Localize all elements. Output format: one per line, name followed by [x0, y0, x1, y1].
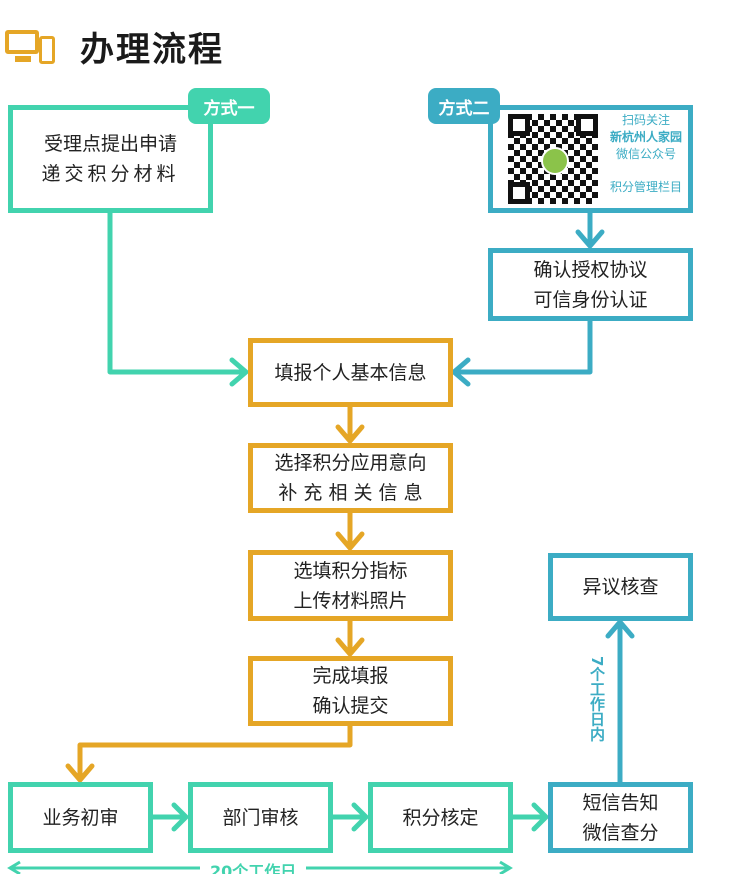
- page-title: 办理流程: [80, 30, 224, 70]
- step-fill-info: 填报个人基本信息: [248, 338, 453, 407]
- step-text: 填报个人基本信息: [274, 361, 427, 384]
- method2-tag: 方式二: [428, 88, 500, 124]
- header-icon: [5, 30, 57, 66]
- step-review2: 部门审核: [188, 782, 333, 853]
- step-review1: 业务初审: [8, 782, 153, 853]
- step-auth: 确认授权协议可信身份认证: [488, 248, 693, 321]
- step-text: 业务初审: [42, 806, 119, 829]
- step-submit: 完成填报确认提交: [248, 656, 453, 726]
- step-text: 确认提交: [312, 695, 389, 717]
- step-text: 上传材料照片: [293, 589, 408, 612]
- step-text: 积分核定: [402, 806, 479, 829]
- connector-o1: [335, 403, 365, 444]
- method1-tag: 方式一: [188, 88, 270, 124]
- step-text: 微信查分: [582, 821, 659, 844]
- step-text: 递交积分材料: [41, 163, 180, 185]
- qr-caption-line: 扫码关注: [621, 113, 670, 127]
- step-text: 异议核查: [582, 576, 659, 598]
- connector-g1: [149, 802, 189, 832]
- objection-duration: 7个工作日内: [588, 656, 606, 742]
- step-indicator: 选填积分指标上传材料照片: [248, 550, 453, 621]
- connector-b-up: [605, 619, 635, 785]
- qr-caption-line: 新杭州人家园: [609, 130, 682, 144]
- connector-g2: [329, 802, 369, 832]
- step-select: 选择积分应用意向补 充 相 关 信 息: [248, 443, 453, 513]
- step-score: 积分核定: [368, 782, 513, 853]
- step-text: 选择积分应用意向: [274, 452, 427, 474]
- step-text: 部门审核: [222, 806, 299, 829]
- step-text: 选填积分指标: [293, 559, 408, 582]
- step-text: 确认授权协议: [533, 258, 648, 281]
- connector-method1: [107, 209, 249, 387]
- step-notify: 短信告知微信查分: [548, 782, 693, 853]
- connector-o3: [335, 617, 365, 657]
- step-text: 可信身份认证: [533, 288, 648, 311]
- review-duration: 20个工作日: [200, 858, 307, 874]
- connector-g3: [509, 802, 549, 832]
- method1-box: 受理点提出申请 递交积分材料: [8, 105, 213, 213]
- qr-code: [508, 114, 598, 204]
- step-text: 受理点提出申请: [43, 133, 177, 155]
- connector-o4: [65, 722, 353, 783]
- step-text: 完成填报: [312, 665, 389, 687]
- step-text: 短信告知: [582, 791, 659, 814]
- qr-caption: 扫码关注 新杭州人家园 微信公众号 积分管理栏目: [603, 112, 689, 196]
- qr-caption-line: 积分管理栏目: [609, 180, 682, 194]
- step-objection: 异议核查: [548, 553, 693, 621]
- connector-qr-auth: [575, 209, 605, 249]
- connector-o2: [335, 509, 365, 551]
- qr-caption-line: 微信公众号: [615, 147, 676, 161]
- connector-auth: [451, 317, 593, 387]
- step-text: 补 充 相 关 信 息: [278, 482, 423, 504]
